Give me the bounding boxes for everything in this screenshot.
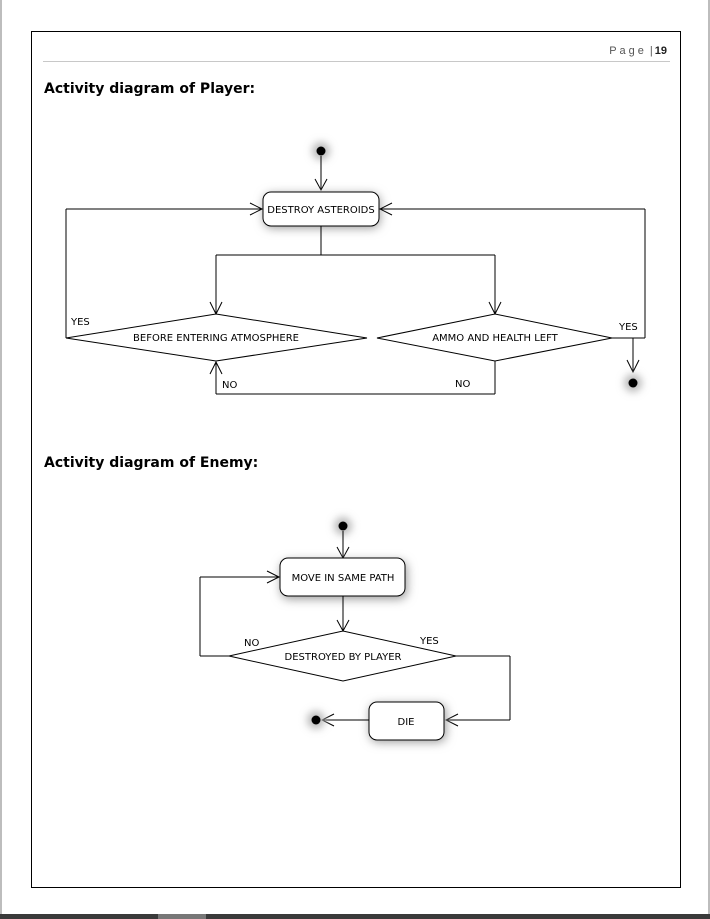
enemy-yes-label: YES [419,636,439,647]
player-right-yes-label: YES [618,322,638,333]
enemy-activity-diagram [199,517,511,742]
page-number-header: Page|19 [609,45,667,57]
enemy-activity-label: MOVE IN SAME PATH [292,573,395,584]
enemy-decision-label: DESTROYED BY PLAYER [285,652,402,663]
player-left-yes-label: YES [70,317,90,328]
header-rule [43,61,670,62]
window-bottom-bar [0,914,710,919]
player-diagram-heading: Activity diagram of Player: [44,81,256,97]
enemy-die-label: DIE [398,717,415,728]
scrollbar-thumb[interactable] [158,914,206,919]
player-decision-left-label: BEFORE ENTERING ATMOSPHERE [133,333,299,344]
player-decision-atmosphere [65,313,368,362]
page-edge-left [0,0,2,919]
player-end-node [628,378,638,388]
enemy-diagram-heading: Activity diagram of Enemy: [44,455,259,471]
enemy-start-node [338,521,348,531]
page-number: 19 [654,45,667,57]
page-border [31,31,681,888]
enemy-end-node [311,715,321,725]
player-start-node [316,146,326,156]
player-left-no-label: NO [222,380,237,391]
player-decision-right-label: AMMO AND HEALTH LEFT [432,333,558,344]
page-edge-right [708,0,710,919]
player-right-no-label: NO [455,379,470,390]
player-activity-label: DESTROY ASTEROIDS [267,205,374,216]
page-separator: | [649,45,653,57]
enemy-activity-die [368,701,445,741]
player-activity-diagram [65,142,646,395]
page-word: Page [609,45,647,57]
enemy-no-label: NO [244,638,259,649]
